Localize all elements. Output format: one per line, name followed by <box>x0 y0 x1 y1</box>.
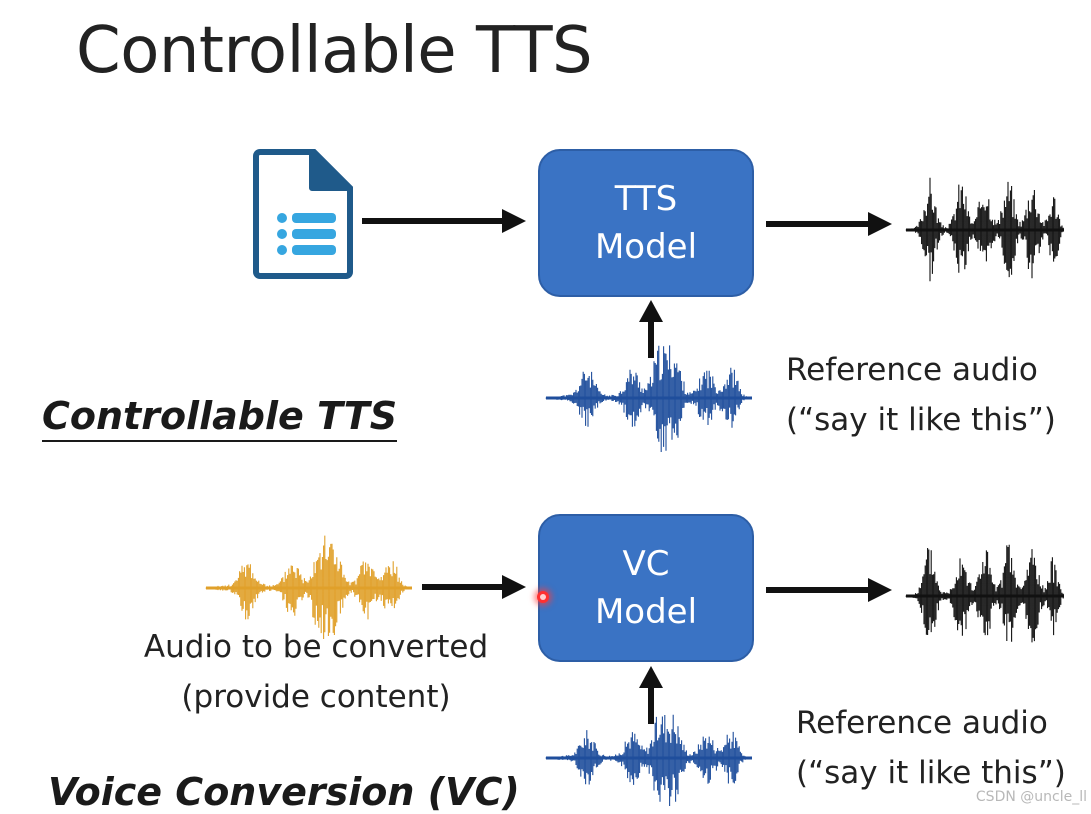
vc-reference-line2: (“say it like this”) <box>796 755 1066 791</box>
arrow-reference-to-vc <box>639 666 663 724</box>
tts-reference-caption: Reference audio (“say it like this”) <box>786 345 1056 445</box>
waveform-trace <box>545 714 752 806</box>
vc-reference-caption: Reference audio (“say it like this”) <box>796 698 1066 798</box>
watermark-text: CSDN @uncle_ll <box>975 789 1087 805</box>
tts-reference-line1: Reference audio <box>786 352 1038 388</box>
waveform-trace <box>905 544 1064 643</box>
arrow-source-to-vc <box>422 575 526 599</box>
vc-reference-waveform <box>545 714 752 806</box>
arrow-text-to-tts <box>362 209 526 233</box>
voice-conversion-label: Voice Conversion (VC) <box>48 770 520 814</box>
laser-pointer-dot <box>537 591 549 603</box>
arrow-tts-to-output <box>766 212 892 236</box>
vc-source-line2: (provide content) <box>181 679 451 715</box>
controllable-tts-label: Controllable TTS <box>42 394 398 442</box>
tts-model-line2: Model <box>594 227 698 267</box>
text-document-icon <box>253 149 353 279</box>
arrow-reference-to-tts <box>639 300 663 358</box>
vc-model-line2: Model <box>594 592 698 632</box>
tts-reference-waveform <box>545 345 752 452</box>
vc-model-box: VC Model <box>538 514 754 662</box>
tts-reference-line2: (“say it like this”) <box>786 402 1056 438</box>
arrow-vc-to-output <box>766 578 892 602</box>
tts-model-box: TTS Model <box>538 149 754 297</box>
vc-source-waveform <box>205 535 412 639</box>
vc-source-line1: Audio to be converted <box>143 629 489 665</box>
slide-title: Controllable TTS <box>76 14 593 88</box>
vc-source-caption: Audio to be converted (provide content) <box>106 622 526 722</box>
tts-model-line1: TTS <box>614 179 678 219</box>
vc-model-line1: VC <box>622 544 670 584</box>
vc-reference-line1: Reference audio <box>796 705 1048 741</box>
tts-output-waveform <box>905 177 1064 282</box>
vc-output-waveform <box>905 544 1064 643</box>
